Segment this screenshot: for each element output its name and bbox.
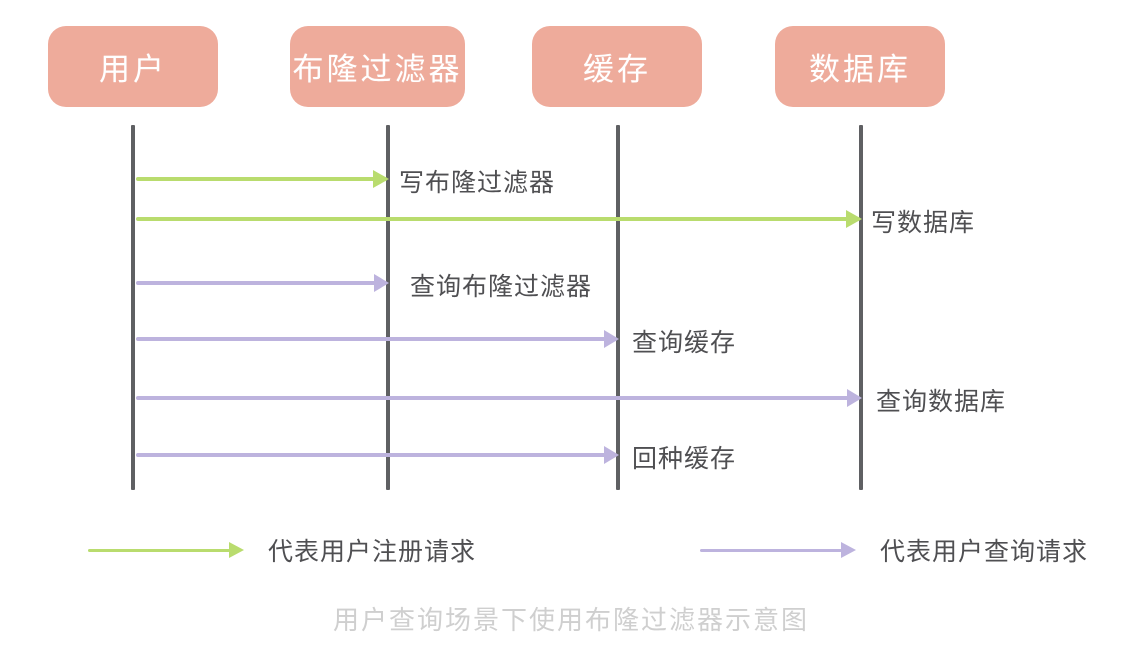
message-arrow-write-database [136, 217, 860, 221]
participant-box-bloom-filter[interactable]: 布隆过滤器 [290, 26, 465, 107]
arrowhead-write-bloom-filter [373, 170, 389, 188]
diagram-caption: 用户查询场景下使用布隆过滤器示意图 [332, 606, 809, 636]
legend-line-register-request [88, 542, 244, 558]
lifeline-bloom-filter [386, 125, 390, 490]
message-label-query-cache: 查询缓存 [632, 328, 737, 357]
lifeline-user [131, 125, 135, 490]
message-label-write-database: 写数据库 [871, 208, 976, 237]
participant-box-user[interactable]: 用户 [48, 26, 218, 107]
message-arrow-write-bloom-filter [136, 177, 387, 181]
legend-arrowhead-query-request [841, 542, 856, 558]
legend-label-query-request: 代表用户查询请求 [880, 537, 1089, 566]
legend-item-register-request: 代表用户注册请求 [88, 532, 476, 568]
arrowhead-query-database [847, 389, 862, 407]
lifeline-database [859, 125, 863, 490]
message-label-write-bloom-filter: 写布隆过滤器 [399, 168, 556, 197]
legend-line-query-request [700, 542, 856, 558]
legend-item-query-request: 代表用户查询请求 [700, 532, 1088, 568]
message-label-backfill-cache: 回种缓存 [632, 444, 737, 473]
message-label-query-database: 查询数据库 [876, 387, 1007, 416]
message-label-query-bloom-filter: 查询布隆过滤器 [410, 272, 593, 301]
participant-box-cache[interactable]: 缓存 [532, 26, 702, 107]
participant-label-bloom-filter: 布隆过滤器 [292, 52, 463, 88]
participant-label-database: 数据库 [809, 52, 911, 88]
participant-box-database[interactable]: 数据库 [775, 26, 945, 107]
message-arrow-query-bloom-filter [136, 281, 387, 285]
legend-arrowhead-register-request [229, 542, 244, 558]
arrowhead-query-cache [604, 330, 619, 348]
message-arrow-backfill-cache [136, 453, 617, 457]
legend-label-register-request: 代表用户注册请求 [268, 537, 477, 566]
participant-label-user: 用户 [99, 52, 167, 88]
message-arrow-query-cache [136, 337, 617, 341]
participant-label-cache: 缓存 [583, 52, 651, 88]
arrowhead-write-database [846, 210, 862, 228]
arrowhead-backfill-cache [604, 446, 619, 464]
arrowhead-query-bloom-filter [374, 274, 389, 292]
message-arrow-query-database [136, 396, 860, 400]
lifeline-cache [616, 125, 620, 490]
